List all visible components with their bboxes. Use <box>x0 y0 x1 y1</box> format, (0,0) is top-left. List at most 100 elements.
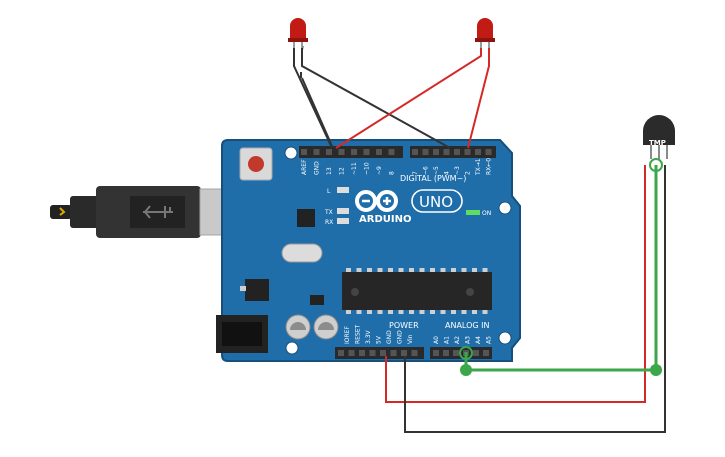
regulator-pin <box>240 286 246 291</box>
digital-pin-hole[interactable] <box>376 149 382 155</box>
power-pin-hole[interactable] <box>411 350 418 356</box>
analog-pin-hole[interactable] <box>443 350 449 356</box>
analog-pin-hole[interactable] <box>453 350 459 356</box>
wire-joint[interactable] <box>460 364 472 376</box>
power-pin-label: RESET <box>355 324 362 344</box>
chip-pin <box>356 268 362 272</box>
digital-pin-hole[interactable] <box>485 149 492 155</box>
chip-pin <box>472 268 477 272</box>
digital-pin-label: ~9 <box>376 166 383 175</box>
tmp-sensor-label: TMP <box>649 139 666 147</box>
chip-pin <box>388 268 393 272</box>
model-label: UNO <box>419 193 453 211</box>
analog-pin-hole[interactable] <box>473 350 479 356</box>
digital-pin-hole[interactable] <box>388 149 395 155</box>
analog-pin-label: A4 <box>475 336 482 344</box>
digital-pin-hole[interactable] <box>454 149 460 155</box>
chip-pin <box>409 268 414 272</box>
on-label: ON <box>482 210 491 217</box>
analog-pin-hole[interactable] <box>433 350 439 356</box>
led-left-rim <box>288 38 308 42</box>
analog-pin-label: A2 <box>454 336 461 344</box>
digital-pin-hole[interactable] <box>422 149 429 155</box>
wire-led2-gnd[interactable] <box>335 48 482 149</box>
power-pin-hole[interactable] <box>348 350 355 356</box>
digital-pin-hole[interactable] <box>433 149 439 155</box>
led-right[interactable] <box>475 18 495 50</box>
digital-pin-label: 12 <box>339 167 346 175</box>
power-pin-hole[interactable] <box>390 350 397 356</box>
led-left-legs <box>293 42 303 50</box>
digital-pin-label: TX→1 <box>475 158 482 176</box>
wire-joint-sensor[interactable] <box>649 158 663 172</box>
analog-pin-label: A1 <box>444 336 451 344</box>
onboard-leds: L TX RX <box>324 187 349 226</box>
digital-pin-hole[interactable] <box>443 149 450 155</box>
led-right-legs <box>480 42 490 50</box>
digital-pin-hole[interactable] <box>464 149 471 155</box>
digital-pin-hole[interactable] <box>412 149 418 155</box>
usb-strain-relief <box>70 196 100 228</box>
usb-cable-end <box>50 205 72 219</box>
chip-pin <box>346 268 351 272</box>
chip-pin <box>440 310 446 314</box>
power-pin-hole[interactable] <box>338 350 344 356</box>
power-pin-hole[interactable] <box>369 350 376 356</box>
power-pin-hole[interactable] <box>359 350 365 356</box>
chip-pin <box>430 268 435 272</box>
led-left[interactable] <box>288 18 333 147</box>
wires[interactable] <box>293 48 666 433</box>
chip-pin <box>430 310 435 314</box>
wire-gnd-sensor[interactable] <box>404 165 666 433</box>
power-pin-label: 5V <box>376 335 383 344</box>
crystal <box>281 243 323 263</box>
digital-pin-label: ~11 <box>351 162 358 175</box>
digital-pin-hole[interactable] <box>363 149 370 155</box>
chip-pin <box>482 310 488 314</box>
digital-pin-hole[interactable] <box>338 149 345 155</box>
wire-joint-a0[interactable] <box>459 346 473 360</box>
led-label-tx: TX <box>324 209 333 216</box>
chip-pin <box>419 310 425 314</box>
digital-pin-hole[interactable] <box>326 149 332 155</box>
wire-a0-sensor[interactable] <box>464 165 658 372</box>
wire-joint[interactable] <box>650 364 662 376</box>
power-header <box>335 347 424 359</box>
digital-pin-label: 4 <box>444 171 451 175</box>
led-rx <box>337 218 349 224</box>
led-left-body <box>290 18 306 40</box>
chip-pin <box>482 268 488 272</box>
tmp-sensor-legs <box>650 145 668 159</box>
chip-pin <box>388 310 393 314</box>
chip-pin <box>398 310 404 314</box>
digital-pin-hole[interactable] <box>475 149 481 155</box>
led-right-rim <box>475 38 495 42</box>
wire-5v-sensor[interactable] <box>385 165 646 403</box>
chip-notch <box>351 288 359 296</box>
digital-pin-label: 8 <box>389 171 396 175</box>
power-pin-hole[interactable] <box>401 350 407 356</box>
power-pin-label: IOREF <box>344 326 351 344</box>
wire-led2-pin[interactable] <box>467 48 490 149</box>
wire-led1-gnd[interactable] <box>293 48 333 149</box>
chip-pin <box>346 310 351 314</box>
digital-pin-hole[interactable] <box>351 149 357 155</box>
power-led <box>466 210 480 215</box>
chip-pin <box>398 268 404 272</box>
tmp-sensor-body <box>643 115 675 145</box>
power-pin-hole[interactable] <box>380 350 386 356</box>
digital-pin-label: ~10 <box>364 162 371 175</box>
chip-pin <box>377 268 383 272</box>
wire-led1-pin[interactable] <box>301 48 451 149</box>
led-label-l: L <box>327 188 331 195</box>
chip-dot <box>466 288 474 296</box>
analog-pin-hole[interactable] <box>483 350 489 356</box>
digital-pin-hole[interactable] <box>301 149 307 155</box>
digital-pin-hole[interactable] <box>313 149 320 155</box>
tmp-sensor[interactable]: TMP <box>643 115 675 159</box>
